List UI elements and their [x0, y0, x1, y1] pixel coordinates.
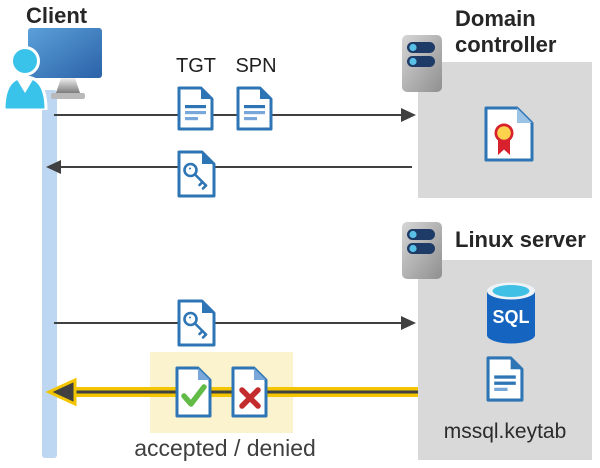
linux-server-icon	[402, 222, 442, 279]
result-label: accepted / denied	[134, 435, 316, 461]
domain-controller-title: Domain controller	[455, 6, 557, 57]
client-to-linux-arrow	[54, 316, 416, 330]
monitor-icon	[28, 28, 102, 99]
sql-database-icon: SQL	[487, 282, 535, 344]
keytab-label: mssql.keytab	[443, 420, 567, 443]
service-key-document-icon	[177, 299, 216, 347]
dc-to-client-arrow	[46, 160, 412, 174]
spn-label: SPN	[235, 55, 277, 77]
keytab-document-icon	[486, 356, 524, 402]
denied-document-icon	[231, 366, 268, 418]
sql-label: SQL	[492, 307, 529, 327]
linux-server-title: Linux server	[455, 227, 586, 252]
tgt-document-icon	[177, 86, 214, 131]
ticket-key-document-icon	[177, 150, 216, 198]
key-icon	[183, 162, 208, 190]
accepted-document-icon	[175, 366, 212, 418]
certificate-icon	[484, 106, 534, 162]
client-workstation-icon	[4, 28, 102, 110]
client-to-dc-arrow	[54, 108, 416, 122]
tgt-label: TGT	[176, 55, 216, 77]
person-icon	[4, 46, 48, 110]
spn-document-icon	[236, 86, 273, 131]
key-icon	[183, 311, 208, 339]
client-title: Client	[26, 3, 88, 28]
x-icon	[239, 387, 261, 409]
check-icon	[181, 384, 207, 407]
dc-server-icon	[402, 35, 442, 92]
client-timeline-bar	[42, 90, 57, 458]
